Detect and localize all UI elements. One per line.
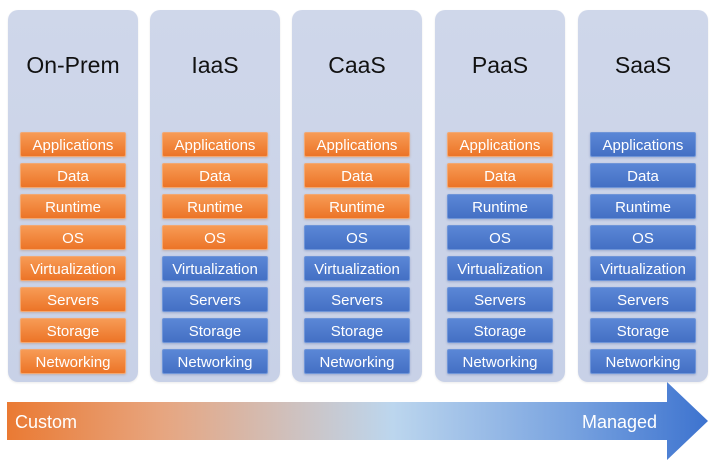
layer-os: OS: [304, 225, 410, 250]
layer-servers: Servers: [304, 287, 410, 312]
layer-virtualization: Virtualization: [304, 256, 410, 281]
layer-storage: Storage: [20, 318, 126, 343]
layer-storage: Storage: [590, 318, 696, 343]
layer-networking: Networking: [304, 349, 410, 374]
layer-storage: Storage: [304, 318, 410, 343]
layer-runtime: Runtime: [304, 194, 410, 219]
layer-applications: Applications: [162, 132, 268, 157]
layer-os: OS: [447, 225, 553, 250]
layer-data: Data: [304, 163, 410, 188]
column-title: On-Prem: [26, 52, 120, 78]
layer-os: OS: [162, 225, 268, 250]
layer-networking: Networking: [590, 349, 696, 374]
layer-applications: Applications: [447, 132, 553, 157]
layer-servers: Servers: [162, 287, 268, 312]
layer-data: Data: [590, 163, 696, 188]
layer-runtime: Runtime: [20, 194, 126, 219]
layer-networking: Networking: [447, 349, 553, 374]
layer-os: OS: [20, 225, 126, 250]
layer-virtualization: Virtualization: [447, 256, 553, 281]
layer-servers: Servers: [20, 287, 126, 312]
column-title: SaaS: [614, 52, 672, 78]
column-title: CaaS: [328, 52, 386, 78]
layer-applications: Applications: [20, 132, 126, 157]
layer-virtualization: Virtualization: [20, 256, 126, 281]
layer-networking: Networking: [162, 349, 268, 374]
layer-data: Data: [447, 163, 553, 188]
layer-storage: Storage: [162, 318, 268, 343]
layer-data: Data: [162, 163, 268, 188]
layer-servers: Servers: [447, 287, 553, 312]
layer-runtime: Runtime: [162, 194, 268, 219]
layer-virtualization: Virtualization: [590, 256, 696, 281]
layer-applications: Applications: [304, 132, 410, 157]
layer-storage: Storage: [447, 318, 553, 343]
custom-to-managed-arrow: [7, 382, 708, 460]
layer-servers: Servers: [590, 287, 696, 312]
layer-applications: Applications: [590, 132, 696, 157]
layer-networking: Networking: [20, 349, 126, 374]
column-title: IaaS: [191, 52, 239, 78]
layer-virtualization: Virtualization: [162, 256, 268, 281]
layer-os: OS: [590, 225, 696, 250]
layer-runtime: Runtime: [590, 194, 696, 219]
custom-label: Custom: [15, 412, 78, 432]
layer-data: Data: [20, 163, 126, 188]
column-title: PaaS: [471, 52, 529, 78]
managed-label: Managed: [582, 412, 658, 432]
layer-runtime: Runtime: [447, 194, 553, 219]
